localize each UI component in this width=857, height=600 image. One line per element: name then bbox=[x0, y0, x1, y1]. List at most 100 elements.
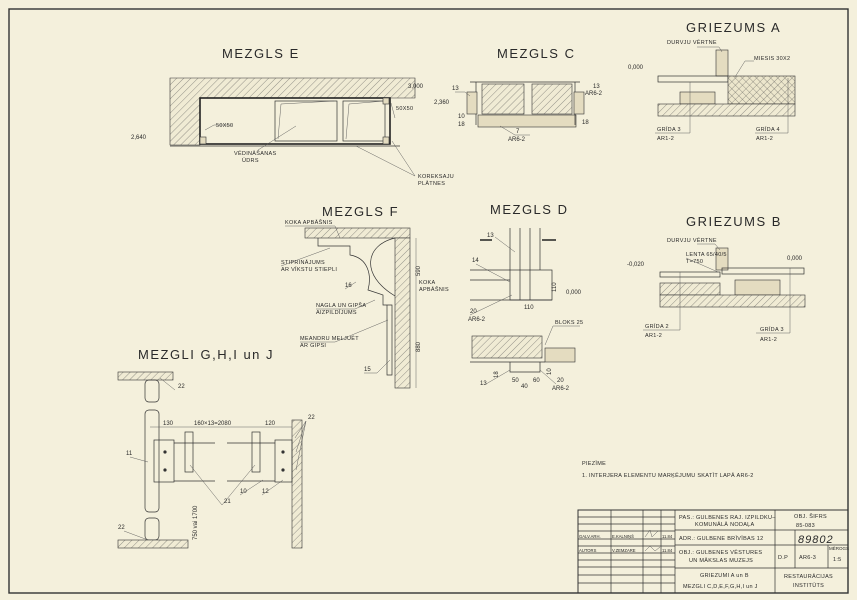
detail-title: MEZGLI G,H,I un J bbox=[138, 347, 274, 362]
ref-label: 22 bbox=[178, 384, 185, 390]
ref-label: 13 bbox=[487, 233, 494, 239]
detail-mezgls-f: MEZGLS F KOKA APBĀŠNIS STIPRINĀJUMS AR V… bbox=[280, 204, 449, 389]
meander-label: MEANDRU MELJUĒT bbox=[300, 335, 359, 342]
role: GALV.ARH. bbox=[579, 534, 601, 539]
ref-label: 7 bbox=[516, 129, 520, 135]
floor-ref: GRĪDA 3 bbox=[657, 126, 681, 133]
level-mark: 0,000 bbox=[566, 290, 582, 296]
date: 11.84 bbox=[662, 534, 673, 539]
floor-ref: GRĪDA 3 bbox=[760, 326, 784, 333]
address-text: ADR.: GULBENE BRĪVĪBAS 12 bbox=[679, 535, 764, 542]
detail-title: MEZGLS F bbox=[322, 204, 399, 219]
ref-label: 22 bbox=[118, 525, 125, 531]
ref-label: 14 bbox=[472, 258, 479, 264]
level-mark: 0,000 bbox=[787, 256, 803, 262]
ref-label: 20 bbox=[557, 378, 564, 384]
strip-label: MIESIS 30X2 bbox=[754, 56, 790, 62]
section-griezums-b: GRIEZUMS B DURVJU VĒRTNE LENTA 65/40/5 T… bbox=[627, 214, 806, 343]
level-mark: -0,020 bbox=[627, 262, 645, 268]
dimension: 110 bbox=[524, 305, 534, 311]
scale: 1:5 bbox=[833, 557, 842, 563]
title-block: PAS.: GULBENES RAJ. IZPILDKU– KOMUNĀLĀ N… bbox=[577, 509, 849, 594]
detail-title: MEZGLS E bbox=[222, 46, 300, 61]
drawing-title: GRIEZUMI A un B bbox=[700, 573, 749, 579]
stage: D.P bbox=[778, 555, 788, 561]
level-mark: 3,000 bbox=[408, 84, 424, 90]
size-label: 50X50 bbox=[396, 106, 413, 112]
dimension: 120 bbox=[265, 421, 276, 427]
name: V.ZEMZARE bbox=[612, 548, 636, 553]
dimension: 590 bbox=[416, 265, 422, 276]
vent-panel bbox=[342, 100, 386, 142]
panel-label: PLĀTNES bbox=[418, 180, 445, 187]
sheet-number: AR6-3 bbox=[799, 555, 816, 561]
dimension: 50 bbox=[512, 378, 519, 384]
wood-label: KOKA bbox=[419, 280, 436, 286]
ceiling-box bbox=[199, 97, 391, 145]
dimension: 40 bbox=[521, 384, 528, 390]
floor-ref: AR1-2 bbox=[760, 337, 777, 343]
object-text: OBJ.: GULBENES VĒSTURES bbox=[679, 549, 762, 556]
ref-label: 22 bbox=[308, 415, 315, 421]
floor-ref: AR1-2 bbox=[657, 136, 674, 142]
ref-label: 15 bbox=[364, 367, 371, 373]
ref-label: 10 bbox=[240, 489, 247, 495]
detail-mezgls-d: MEZGLS D 13 14 110 110 0,000 20 AR6-2 BL… bbox=[468, 202, 583, 392]
door-label: DURVJU VĒRTNE bbox=[667, 237, 717, 244]
detail-title: MEZGLS D bbox=[490, 202, 568, 217]
section-griezums-a: GRIEZUMS A DURVJU VĒRTNE MIESIS 30X2 0,0… bbox=[628, 20, 796, 142]
obj-code-label: OBJ. ŠIFRS bbox=[794, 513, 827, 520]
note: PIEZĪME 1. INTERJERA ELEMENTU MARĶĒJUMU … bbox=[582, 460, 754, 479]
ref-label: 20 bbox=[470, 309, 477, 315]
floor-ref: AR1-2 bbox=[756, 136, 773, 142]
nail-label: NAGLA UN GIPŠA bbox=[316, 302, 366, 309]
dimension: 18 bbox=[582, 120, 589, 126]
level-mark: 2,360 bbox=[434, 100, 450, 106]
tape-label: T=750 bbox=[686, 259, 703, 265]
level-mark: 2,640 bbox=[131, 135, 147, 141]
signature bbox=[644, 545, 661, 552]
object-text: UN MĀKSLAS MUZEJS bbox=[689, 557, 753, 564]
floor-ref: GRĪDA 2 bbox=[645, 323, 669, 330]
sheet-ref: AR6-2 bbox=[508, 137, 526, 143]
section-title: GRIEZUMS B bbox=[686, 214, 782, 229]
tape-label: LENTA 65/40/5 bbox=[686, 252, 727, 258]
ref-label: 11 bbox=[126, 451, 133, 457]
role: AUTORS bbox=[579, 548, 597, 553]
dimension: 130 bbox=[163, 421, 174, 427]
drawing-title: MEZGLI C,D,E,F,G,H,I un J bbox=[683, 584, 758, 590]
section-title: GRIEZUMS A bbox=[686, 20, 781, 35]
signature bbox=[644, 529, 659, 538]
size-label: 50X50 bbox=[216, 123, 233, 129]
nail-label: AIZPILDĪJUMS bbox=[316, 309, 357, 316]
ref-label: 13 bbox=[593, 84, 600, 90]
floor-ref: GRĪDA 4 bbox=[756, 126, 780, 133]
detail-title: MEZGLS C bbox=[497, 46, 575, 61]
client-text: PAS.: GULBENES RAJ. IZPILDKU– bbox=[679, 515, 776, 521]
vent-label: ŪDRS bbox=[242, 157, 259, 164]
level-mark: 0,000 bbox=[628, 65, 644, 71]
fixing-label: AR VĪKSTU STIEPLI bbox=[281, 266, 337, 273]
inventory-number: 89802 bbox=[798, 534, 834, 546]
detail-mezgls-e: MEZGLS E 3,000 2,640 50X50 50X50 VĒDINĀŠ… bbox=[131, 46, 454, 187]
sheet-border bbox=[8, 8, 849, 594]
note-line: 1. INTERJERA ELEMENTU MARĶĒJUMU SKATĪT L… bbox=[582, 472, 754, 479]
ref-label: 21 bbox=[224, 499, 231, 505]
block-label: BLOKS 25 bbox=[555, 320, 583, 326]
name: E.KALNIŅŠ bbox=[612, 534, 634, 539]
dimension: 110 bbox=[552, 282, 558, 292]
obj-code: 85-083 bbox=[796, 523, 815, 529]
sheet-ref: AR6-2 bbox=[552, 386, 570, 392]
ref-label: 13 bbox=[452, 86, 459, 92]
floor-ref: AR1-2 bbox=[645, 333, 662, 339]
fixing-label: STIPRINĀJUMS bbox=[281, 259, 325, 266]
detail-mezgli-ghij: MEZGLI G,H,I un J 22 22 22 11 21 10 12 1… bbox=[117, 347, 315, 549]
dimension: 160×13=2080 bbox=[194, 421, 232, 427]
wood-label: KOKA APBĀŠNIS bbox=[285, 219, 333, 226]
meander-label: AR GIPSI bbox=[300, 343, 326, 349]
dimension: 60 bbox=[533, 378, 540, 384]
dimension: 10 bbox=[547, 368, 553, 375]
panel-label: KOREKSAJU bbox=[418, 174, 454, 180]
dimension: 750 vai 1700 bbox=[193, 505, 199, 540]
